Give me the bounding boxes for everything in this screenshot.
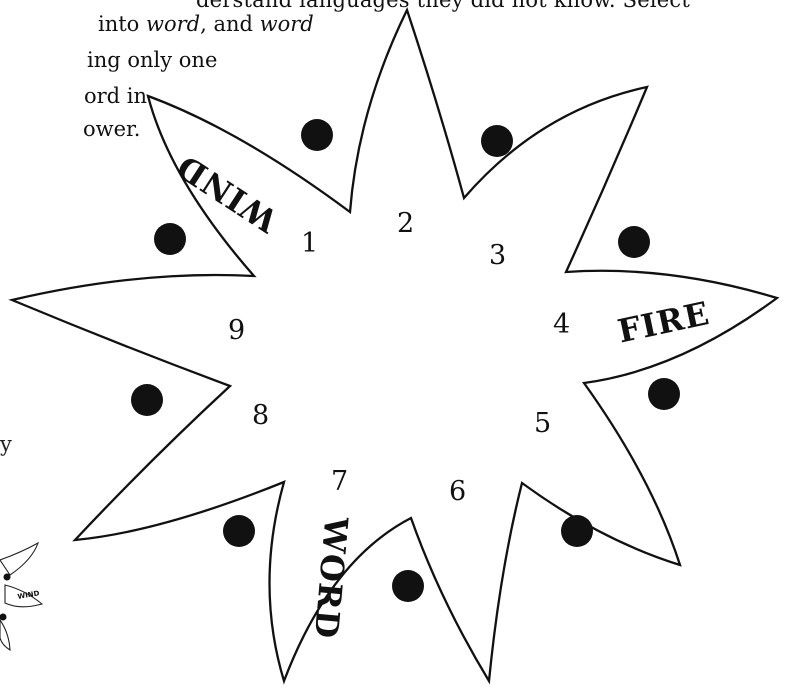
petal-dot	[301, 119, 333, 151]
thumbnail-dot	[4, 574, 11, 581]
petal-number-1: 1	[301, 228, 318, 259]
thumbnail-flower: WIND	[0, 543, 42, 650]
petal-dot	[223, 515, 255, 547]
petal-number-5: 5	[534, 408, 551, 439]
petal-number-3: 3	[489, 240, 506, 271]
petal-dot	[154, 223, 186, 255]
petal-dot	[648, 378, 680, 410]
petal-dot	[481, 125, 513, 157]
petal-dot	[392, 570, 424, 602]
petal-dot	[561, 515, 593, 547]
thumbnail-dot	[0, 614, 7, 621]
petal-number-6: 6	[449, 476, 466, 507]
petal-dot	[131, 384, 163, 416]
petal-dot	[618, 226, 650, 258]
petal-number-8: 8	[252, 400, 269, 431]
thumbnail-petal	[0, 620, 10, 650]
petal-number-2: 2	[397, 208, 414, 239]
petal-number-7: 7	[331, 466, 348, 497]
thumbnail-petal	[0, 543, 38, 575]
petal-number-9: 9	[228, 315, 245, 346]
petal-number-4: 4	[553, 309, 570, 340]
